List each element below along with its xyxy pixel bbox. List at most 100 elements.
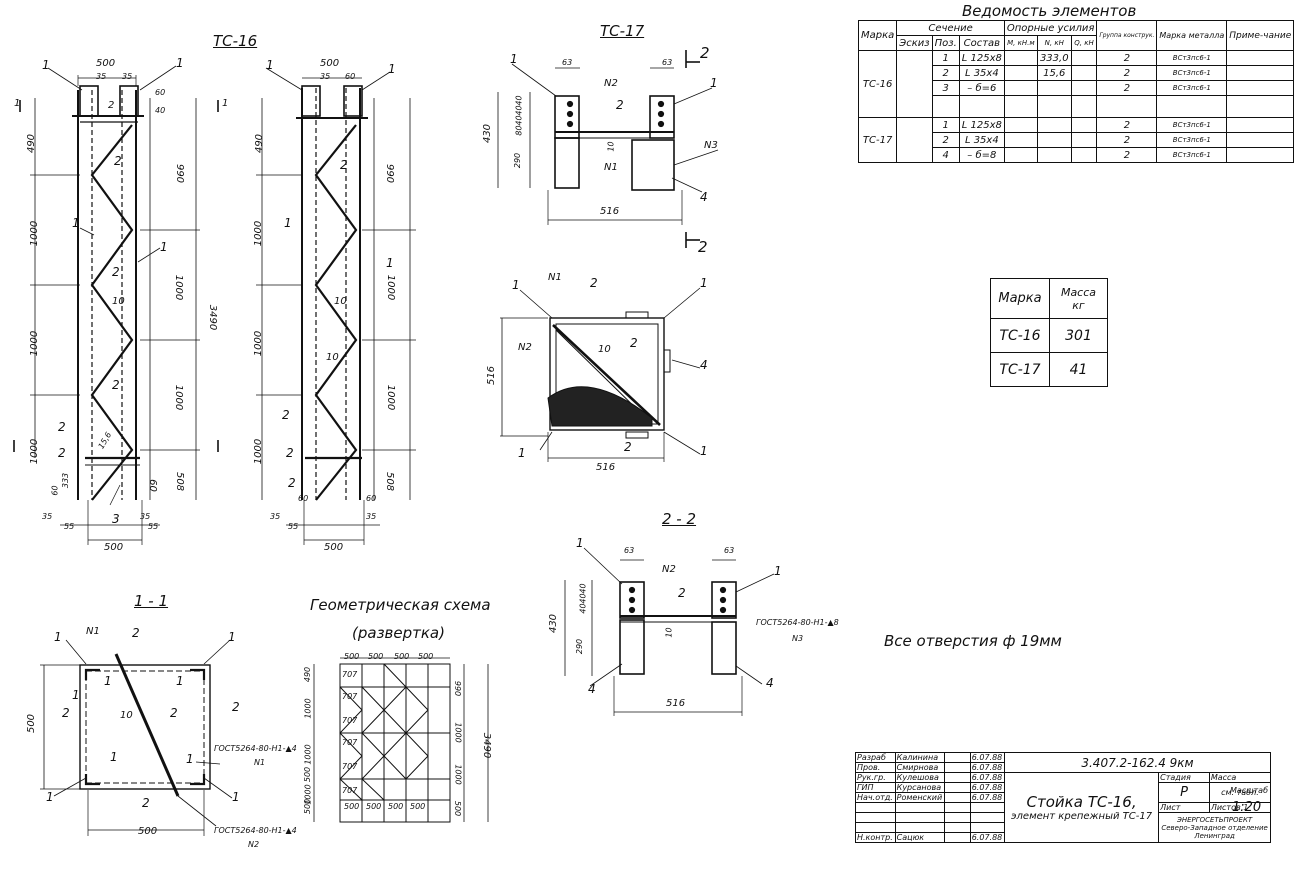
stamp-masshtab-h: Масштаб [1230,786,1269,795]
vh-opor: Опорные усилия [1003,20,1098,36]
stamp-title-1: Стойка ТС-16, [1026,793,1137,811]
vrow-0-marka: ТС-16 [857,50,898,118]
sec11-l1: 1 [54,630,62,644]
stamp-name-0: Калинина [894,752,946,763]
tc16-bot3: 55 [148,522,159,531]
geom-right1: 1000 [453,722,463,743]
tc16-elevation-left [13,75,219,545]
tc16b-bot3: 60 [366,494,377,503]
stamp-stadia: Р [1158,782,1210,803]
plan-l4: 4 [700,358,708,372]
vrow-3-m [1003,117,1038,133]
geom-d0: 707 [342,670,358,679]
vrow-4-n [1036,132,1072,148]
geom-left2: 1000 [303,744,313,765]
tc16-dim-r4: 60 [146,479,158,492]
tc16-bot0: 35 [42,512,53,521]
vh-sostav: Состав [958,35,1005,51]
tc16b-bot2: 60 [298,494,309,503]
mass-row-1-marka: ТС-17 [990,352,1050,387]
plan-w516: 516 [596,462,616,473]
stamp-role-4: Нач.отд. [855,792,896,803]
sec22-lN2: N2 [662,564,676,575]
tc16b-d60: 60 [345,72,356,81]
tc16-title: ТС-16 [213,32,258,50]
plan-l1b: 1 [700,276,708,290]
title-block: Разраб Калинина 6.07.88 3.407.2-162.4 9к… [855,752,1272,843]
geom-left4: 500 [303,798,313,815]
stamp-date-4: 6.07.88 [969,792,1005,803]
tc17-cut-bot: 2 [698,238,708,256]
vrow-1-m [1003,65,1038,81]
vrow-0-q [1070,50,1098,66]
sec11-l1d: 1 [176,674,184,688]
section-2-2 [564,559,743,716]
geom-left5: 500 [303,766,313,783]
vrow-5-n [1036,147,1072,163]
vrow-2-met: ВСт3пс6-1 [1156,80,1228,96]
vrow-2-poz: 3 [931,80,960,96]
vrow-5-sostav: – б=8 [958,147,1005,163]
tc16b-dim-r0: 990 [384,163,396,184]
plan-h516: 516 [486,365,498,386]
tc17-w63a: 63 [562,58,573,67]
vh-eskiz: Эскиз [896,35,933,51]
vrow-2-gr: 2 [1096,80,1158,96]
geom-total: 3490 [481,732,493,759]
geom-d1: 707 [342,692,358,701]
geom-top2: 500 [394,652,410,661]
plan-lN2: N2 [518,342,532,353]
vrow-1-sostav: L 35х4 [958,65,1005,81]
tc17-l1b: 1 [710,76,718,90]
vrow-5-q [1070,147,1098,163]
vrow-0-m [1003,50,1038,66]
stamp-date-3: 6.07.88 [969,782,1005,793]
mass-h-kg: кг [1072,298,1085,312]
sec22-w516: 516 [666,698,686,709]
tc16-top-width: 500 [96,58,116,69]
sec11-n1: N1 [254,758,266,767]
vrow-4-q [1070,132,1098,148]
stamp-role-1: Пров. [855,762,896,773]
vrow-3-poz: 1 [931,117,960,133]
tc16b-dim-l1: 1000 [253,220,265,247]
tc16-dim-r1: 1000 [173,274,185,301]
tc16-pos-2e: 2 [58,446,66,460]
vrow-3-n [1036,117,1072,133]
tc16b-pos-1d: 1 [386,256,394,270]
geom-bot3: 500 [410,802,426,811]
stamp-org-1: ЭНЕРГОСЕТЬПРОЕКТ [1176,815,1253,824]
tc16-pos-2a: 2 [114,154,122,168]
geometric-scheme [313,657,489,823]
tc16b-pos-2d: 2 [282,408,290,422]
vrow-1-gr: 2 [1096,65,1158,81]
mass-h-massa-label: Масса [1060,285,1097,299]
tc17-l1: 1 [510,52,518,66]
sec11-l1g: 1 [186,752,194,766]
stamp-code: 3.407.2-162.4 9км [1003,752,1272,773]
vrow-spacer [859,95,1294,118]
tc17-d2: 40 [514,115,524,126]
vrow-3-sostav: L 125х8 [958,117,1005,133]
stamp-date-2: 6.07.88 [969,772,1005,783]
vrow-4-met: ВСт3пс6-1 [1156,132,1228,148]
sec11-l2c: 2 [62,706,70,720]
geom-bot2: 500 [388,802,404,811]
vrow-5-poz: 4 [931,147,960,163]
vrow-3-marka: ТС-17 [857,117,898,163]
tc16b-dim-l3: 1000 [253,438,265,465]
plan-l2b: 2 [630,336,638,350]
vrow-4: 2 L 35х4 2 ВСт3пс6-1 [859,132,1294,148]
vh-n: N, кН [1036,35,1072,51]
vrow-3-gr: 2 [1096,117,1158,133]
tc16-d35b: 35 [122,72,133,81]
tc16-d40: 40 [155,106,166,115]
stamp-list: Лист [1158,802,1210,813]
tc16-pos-2b: 2 [112,265,120,279]
tc16-top-pos: 2 [108,100,115,111]
plan-l1: 1 [512,278,520,292]
tc16-pos-1d: 1 [160,240,168,254]
tc16b-dim-l0: 490 [254,133,266,154]
sec22-w63b: 63 [724,546,735,555]
geom-title-1: Геометрическая схема [310,596,491,614]
